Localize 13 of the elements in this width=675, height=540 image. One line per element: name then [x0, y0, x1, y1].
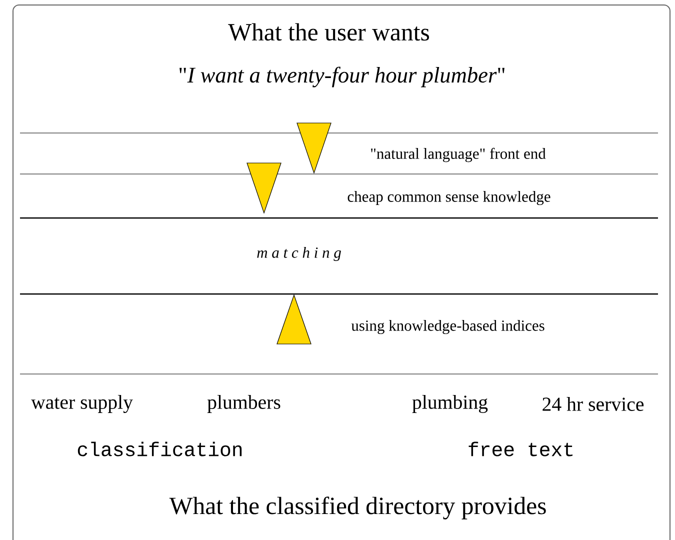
- layer-label: cheap common sense knowledge: [348, 190, 550, 206]
- caption: What the classified directory provides: [169, 496, 546, 520]
- section-label: classification: [78, 442, 242, 456]
- quote-text: "I want a twenty-four hour plumber": [180, 66, 504, 88]
- heading: What the user wants: [228, 23, 429, 41]
- layer-label: using knowledge-based indices: [351, 320, 544, 334]
- category-label: plumbers: [207, 395, 280, 413]
- section-label: free text: [468, 442, 572, 456]
- category-label: plumbing: [412, 394, 488, 414]
- layer-label: m a t c h i n g: [257, 246, 341, 262]
- layer-label: "natural language" front end: [371, 148, 546, 162]
- category-label: water supply: [31, 394, 133, 414]
- category-label: 24 hr service: [542, 397, 644, 411]
